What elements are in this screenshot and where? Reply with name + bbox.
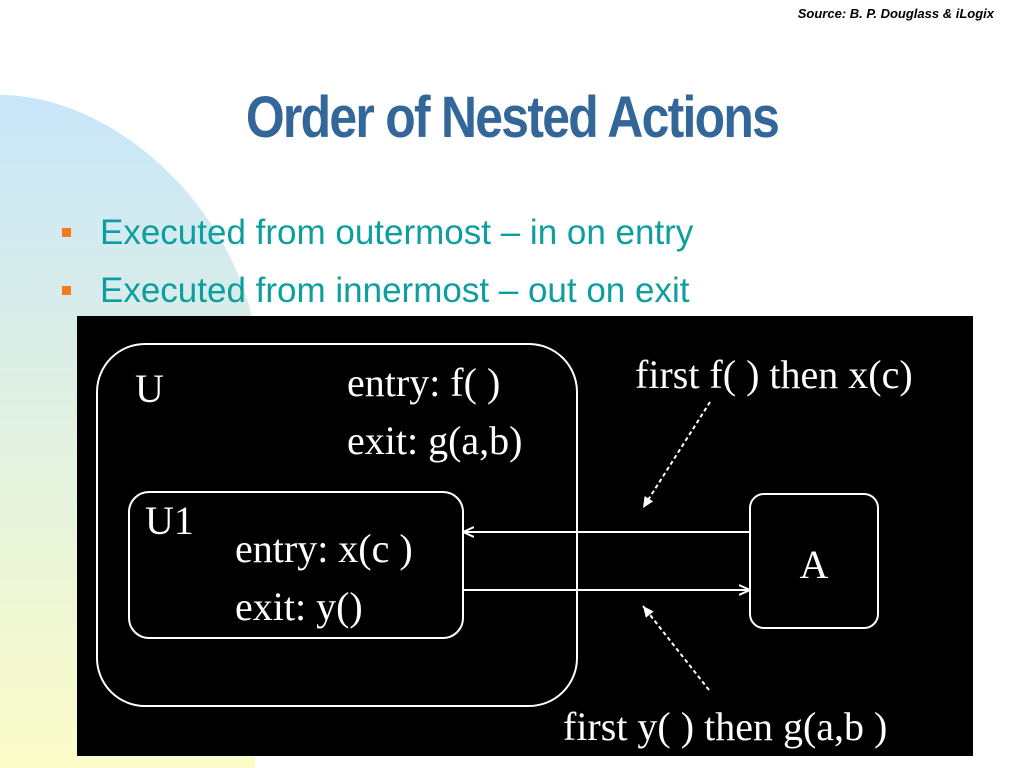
state-u-entry-action: entry: f( ) [347,360,500,405]
square-bullet-icon [62,228,71,237]
bullet-text: Executed from innermost – out on exit [100,271,690,310]
state-a-box [749,493,879,629]
state-u1-box [128,491,464,639]
annotation-bottom-pointer [642,605,710,691]
annotation-top: first f( ) then x(c) [635,352,913,397]
slide-title: Order of Nested Actions [245,85,780,150]
bullet-item: Executed from outermost – in on entry [62,204,693,262]
bullet-item: Executed from innermost – out on exit [62,262,693,320]
state-u-exit-action: exit: g(a,b) [347,418,523,463]
state-a-name: A [800,542,829,587]
state-u-name: U [135,366,164,411]
annotation-bottom: first y( ) then g(a,b ) [563,704,887,749]
bullet-list: Executed from outermost – in on entry Ex… [62,204,693,320]
state-u1-name: U1 [145,498,194,543]
source-credit: Source: B. P. Douglass & iLogix [797,6,994,21]
bullet-text: Executed from outermost – in on entry [100,213,694,252]
diagram-background [77,316,973,756]
state-u1-exit-action: exit: y() [235,584,363,629]
state-u1-entry-action: entry: x(c ) [235,526,413,571]
statechart-diagram: U entry: f( ) exit: g(a,b) U1 entry: x(c… [77,316,973,756]
square-bullet-icon [62,286,71,295]
state-u-box [96,343,578,707]
